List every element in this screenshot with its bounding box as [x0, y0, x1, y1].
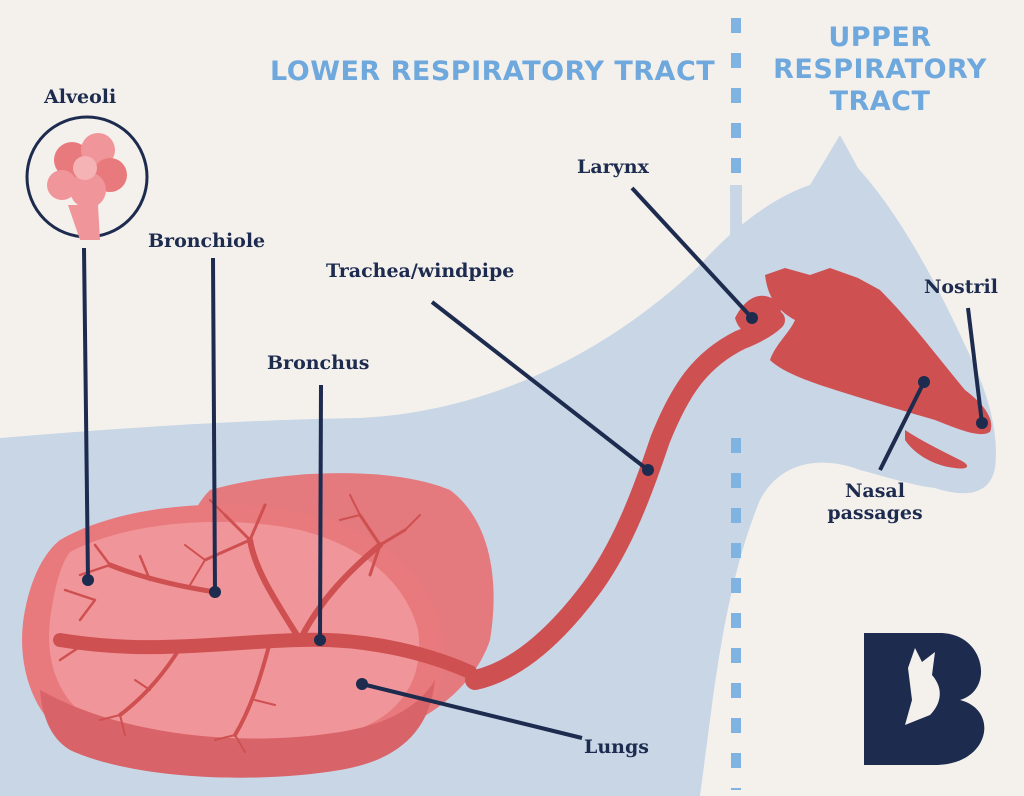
label-nasal-passages-line: passages: [827, 502, 923, 524]
larynx-shape: [735, 295, 782, 336]
label-nasal-passages-line: Nasal: [845, 480, 905, 502]
upper-tract-heading-line: UPPER: [828, 22, 932, 53]
lower-tract-heading: LOWER RESPIRATORY TRACT: [270, 56, 716, 87]
upper-tract-heading-line: TRACT: [829, 86, 931, 117]
label-larynx: Larynx: [577, 156, 649, 178]
label-lungs: Lungs: [584, 736, 649, 758]
label-nostril: Nostril: [924, 276, 998, 298]
leader-lines: [82, 186, 988, 740]
label-bronchus: Bronchus: [267, 352, 370, 374]
label-alveoli: Alveoli: [44, 86, 117, 108]
label-nasal-passages: Nasal passages: [820, 480, 930, 524]
upper-tract-heading-line: RESPIRATORY: [773, 54, 987, 85]
label-trachea: Trachea/windpipe: [326, 260, 515, 282]
lung-bottom-shadow: [40, 680, 435, 778]
label-bronchiole: Bronchiole: [148, 230, 266, 252]
upper-tract-heading: UPPER RESPIRATORY TRACT: [770, 22, 990, 118]
bronchial-tree: [53, 494, 477, 753]
alveoli-callout: [25, 115, 149, 240]
nasal-cavity-shape: [765, 268, 992, 435]
horse-head-b-logo: [864, 633, 985, 765]
nasal-lower-shape: [905, 430, 968, 469]
